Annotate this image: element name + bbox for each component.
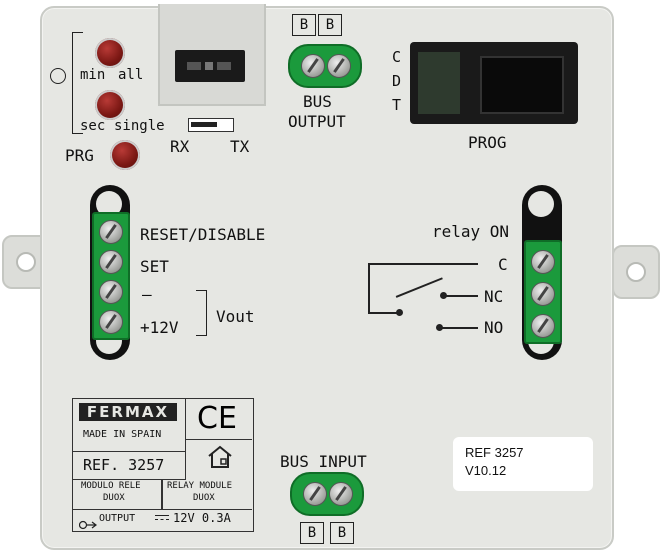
label-c: C [392, 48, 402, 66]
bus-input-b2-box: B [330, 522, 354, 544]
screw-set[interactable] [99, 250, 123, 274]
label-reset-disable: RESET/DISABLE [140, 225, 266, 244]
bus-output-b1: B [299, 17, 309, 33]
rating-plate: FERMAX MADE IN SPAIN CE REF. 3257 MODULO… [72, 398, 254, 532]
label-relay-on: relay ON [432, 222, 510, 241]
made-in-spain: MADE IN SPAIN [83, 429, 162, 440]
es-line-2: DUOX [103, 493, 125, 503]
label-d: D [392, 72, 402, 90]
ce-mark: CE [197, 401, 237, 436]
label-min: min [80, 67, 106, 83]
label-single: single [114, 118, 165, 134]
bus-output-b2-box: B [318, 14, 342, 36]
rx-tx-switch[interactable] [188, 118, 234, 132]
bus-input-b1: B [307, 525, 317, 541]
label-plus12: +12V [140, 318, 179, 337]
led-sec-single [95, 90, 125, 120]
bus-input-screw-1[interactable] [303, 482, 327, 506]
label-tx: TX [230, 137, 250, 156]
ref-sticker: REF 3257 V10.12 [453, 437, 593, 491]
label-sec: sec [80, 118, 106, 134]
bus-output-b1-box: B [292, 14, 316, 36]
dc-symbol [155, 515, 169, 524]
led-prg [110, 140, 140, 170]
label-rx: RX [170, 137, 190, 156]
left-terminal-block[interactable] [92, 212, 130, 340]
label-relay-nc: NC [484, 287, 504, 306]
sticker-version: V10.12 [465, 463, 507, 478]
en-line-2: DUOX [193, 493, 215, 503]
bus-output-label-2: OUTPUT [288, 112, 346, 131]
bus-output-screw-1[interactable] [301, 54, 325, 78]
relay-terminal-block[interactable] [524, 240, 562, 344]
label-prog: PROG [468, 133, 507, 152]
label-vout: Vout [216, 307, 255, 326]
screw-minus[interactable] [99, 280, 123, 304]
right-mounting-ear [612, 245, 660, 299]
output-arrow-icon [78, 515, 97, 530]
screw-reset[interactable] [99, 220, 123, 244]
vout-bracket [196, 290, 207, 336]
sticker-ref: REF 3257 [465, 445, 524, 460]
fermax-logo: FERMAX [79, 403, 177, 421]
bus-input-b2: B [337, 525, 347, 541]
bus-output-label-1: BUS [303, 92, 332, 111]
led-min-all [95, 38, 125, 68]
label-relay-no: NO [484, 318, 504, 337]
plate-ref: REF. 3257 [83, 456, 165, 474]
plate-output: OUTPUT [99, 513, 136, 524]
house-icon [207, 445, 233, 469]
en-line-1: RELAY MODULE [167, 481, 233, 491]
clock-icon [50, 68, 66, 84]
prog-port[interactable] [410, 42, 578, 124]
label-set: SET [140, 257, 169, 276]
bus-input-label: BUS INPUT [280, 452, 367, 471]
screw-nc[interactable] [531, 282, 555, 306]
label-t: T [392, 96, 402, 114]
label-minus: – [142, 285, 152, 304]
timer-bracket [72, 32, 83, 134]
es-line-1: MODULO RELE [81, 481, 141, 491]
screw-c[interactable] [531, 250, 555, 274]
label-prg: PRG [65, 146, 94, 165]
bus-output-terminal[interactable] [288, 44, 362, 88]
screw-plus12[interactable] [99, 310, 123, 334]
jumper-connector[interactable] [175, 50, 245, 82]
screw-no[interactable] [531, 314, 555, 338]
bus-input-b1-box: B [300, 522, 324, 544]
label-relay-c: C [498, 255, 508, 274]
plate-rating: 12V 0.3A [173, 511, 231, 525]
bus-output-b2: B [325, 17, 335, 33]
bus-output-screw-2[interactable] [327, 54, 351, 78]
bus-input-screw-2[interactable] [329, 482, 353, 506]
label-all: all [118, 67, 144, 83]
bus-input-terminal[interactable] [290, 472, 364, 516]
